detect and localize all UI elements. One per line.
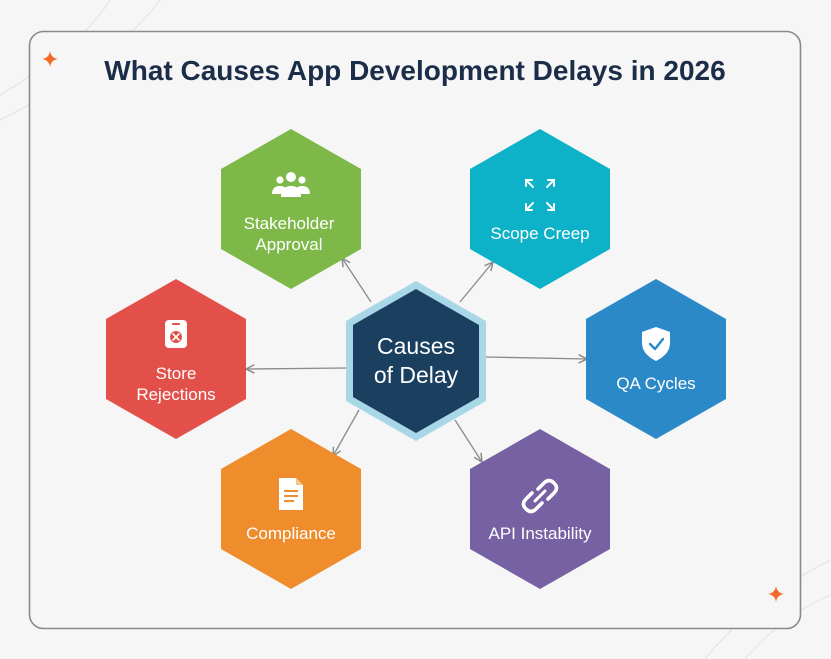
arrow-to-store-rejections	[246, 368, 348, 369]
arrow-to-stakeholder-approval	[342, 258, 372, 303]
hexagon-stakeholder-approval	[221, 129, 361, 289]
hexagon-store-rejections	[106, 279, 246, 439]
arrow-to-api-instability	[454, 419, 482, 462]
rejected-device-icon	[165, 320, 187, 348]
sparkle-icon	[42, 51, 58, 67]
label-qa-cycles: QA Cycles	[616, 374, 695, 393]
label-stakeholder-approval-line1: Stakeholder	[244, 214, 335, 233]
node-scope-creep: Scope Creep	[470, 129, 610, 289]
center-label-line1: Causes	[377, 333, 455, 359]
users-icon	[272, 172, 310, 197]
node-stakeholder-approval: Stakeholder Approval	[221, 129, 361, 289]
hexagon-scope-creep	[470, 129, 610, 289]
connectors	[246, 258, 587, 462]
node-qa-cycles: QA Cycles	[586, 279, 726, 439]
node-store-rejections: Store Rejections	[106, 279, 246, 439]
diagram-title: What Causes App Development Delays in 20…	[104, 55, 725, 86]
label-api-instability: API Instability	[489, 524, 592, 543]
center-label-line2: of Delay	[374, 362, 459, 388]
center-hexagon	[353, 289, 479, 433]
center-node: Causes of Delay	[346, 281, 486, 441]
link-icon	[521, 478, 559, 514]
arrow-to-qa-cycles	[485, 357, 587, 359]
label-store-rejections-line2: Rejections	[136, 385, 215, 404]
sparkle-icon	[768, 586, 784, 602]
arrow-to-compliance	[333, 409, 360, 456]
label-stakeholder-approval-line2: Approval	[255, 235, 322, 254]
shield-check-icon	[642, 327, 670, 361]
arrow-to-scope-creep	[459, 262, 493, 303]
document-icon	[279, 478, 303, 510]
node-compliance: Compliance	[221, 429, 361, 589]
hexagon-api-instability	[470, 429, 610, 589]
label-store-rejections-line1: Store	[156, 364, 197, 383]
label-scope-creep: Scope Creep	[490, 224, 589, 243]
expand-arrows-icon	[525, 179, 555, 211]
label-compliance: Compliance	[246, 524, 336, 543]
node-api-instability: API Instability	[470, 429, 610, 589]
